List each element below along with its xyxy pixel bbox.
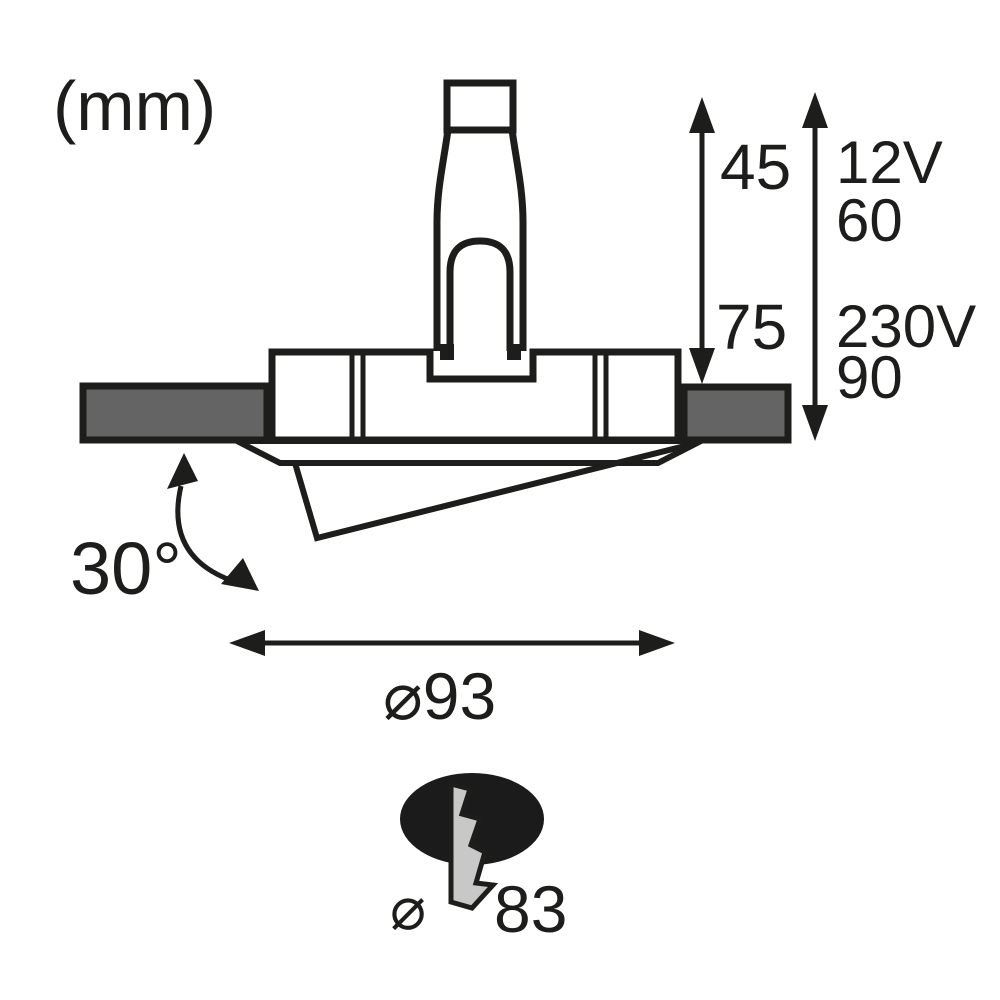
clamp-foot-left (440, 344, 454, 360)
depth-75-label: 75 (716, 291, 787, 363)
cutout-diameter-label: 83 (494, 872, 567, 946)
arrow-right-icon (639, 630, 675, 656)
arrow-down-icon (802, 405, 828, 441)
angle-arc (175, 485, 231, 583)
height-90-label: 90 (836, 344, 903, 411)
connector-side-right (508, 129, 527, 351)
connector-side-left (433, 129, 452, 351)
dimension-line-diameter: ⌀93 (229, 630, 675, 733)
arrow-up-icon (689, 97, 715, 133)
arrow-down-icon (689, 348, 715, 384)
depth-45-label: 45 (720, 131, 791, 203)
dimension-line-depth: 45 75 (689, 97, 791, 384)
housing-outline (268, 348, 682, 444)
arrow-up-icon (802, 92, 828, 128)
tilted-lamp-face (292, 440, 698, 542)
ceiling-panel-left (79, 382, 271, 444)
voltage-12v-label: 12V (836, 129, 943, 196)
height-60-label: 60 (836, 187, 903, 254)
dimension-line-total-height: 12V 60 230V 90 (802, 92, 976, 441)
outer-diameter-label: ⌀93 (383, 659, 496, 733)
housing-body (268, 348, 682, 444)
cutout-diameter-symbol: ⌀ (390, 875, 426, 942)
clamp-foot-right (507, 344, 521, 360)
unit-label: (mm) (53, 67, 216, 145)
arrow-left-icon (229, 630, 265, 656)
cable-loop-arch (446, 237, 514, 351)
voltage-230v-label: 230V (836, 293, 976, 360)
ceiling-cross-section (79, 382, 792, 444)
ceiling-panel-right (680, 383, 792, 444)
tilt-angle-label: 30° (70, 527, 182, 610)
arrow-down-right-icon (221, 558, 259, 591)
arrow-up-icon (167, 453, 198, 489)
lightning-bolt-icon (448, 780, 499, 911)
cutout-hole-symbol: ⌀ 83 (390, 773, 567, 946)
cable-clamp-connector (433, 79, 527, 360)
connector-cap (443, 79, 517, 134)
tilt-angle-annotation: 30° (70, 453, 259, 610)
